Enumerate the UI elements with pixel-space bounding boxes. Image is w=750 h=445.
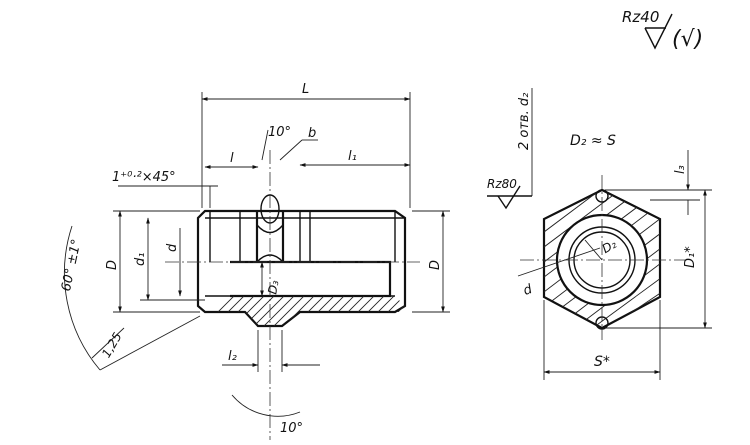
length-label: L: [302, 82, 309, 97]
groove-angle-top-label: 10°: [268, 125, 291, 140]
across-flats-note: D₂ ≈ S: [570, 133, 616, 149]
across-corners-label: D₁*: [683, 246, 698, 268]
thread-angle-label: 60° ±1°: [59, 238, 85, 293]
left-length-label: l: [230, 151, 234, 166]
across-flats-label: S*: [594, 354, 610, 370]
hole-note: 2 отв. d₂: [517, 93, 532, 150]
hole-dia-label-end: d: [521, 282, 535, 299]
inner-dia-label-end: D₂: [600, 237, 619, 256]
thread-dia-label: d₁: [133, 253, 148, 266]
groove-angle-bottom-label: 10°: [280, 421, 303, 436]
side-view: L l₁ l 10° b 1⁺⁰·²×45° D d₁ d D₃: [59, 82, 450, 440]
outer-dia-left-label: D: [105, 260, 120, 270]
depth-label: l₃: [673, 165, 688, 174]
face-roughness-label: Rz80: [487, 177, 517, 191]
undercut-label: 1,25: [99, 330, 124, 360]
roughness-value: Rz40: [622, 8, 659, 26]
groove-width-label: b: [308, 126, 316, 141]
roughness-symbol: Rz40 (√): [622, 8, 703, 52]
thread-angle-arc: [63, 225, 101, 371]
roughness-extra: (√): [672, 27, 703, 52]
groove-angle-arc: [231, 394, 301, 417]
outer-dia-right-label: D: [428, 260, 443, 270]
roughness-check-icon: [644, 13, 673, 50]
bore-dia-label: D₃: [265, 279, 281, 295]
chamfer-label: 1⁺⁰·²×45°: [112, 170, 176, 185]
groove: [255, 211, 285, 262]
thread-length-label: l₁: [348, 149, 357, 164]
inner-dia-label: d: [165, 243, 180, 252]
groove-length-label: l₂: [228, 349, 237, 364]
end-view: D₂ d 2 отв. d₂ D₂ ≈ S Rz80 l₃ D₁* S*: [487, 88, 712, 380]
bore: [230, 260, 392, 298]
face-roughness-icon: [497, 185, 521, 210]
